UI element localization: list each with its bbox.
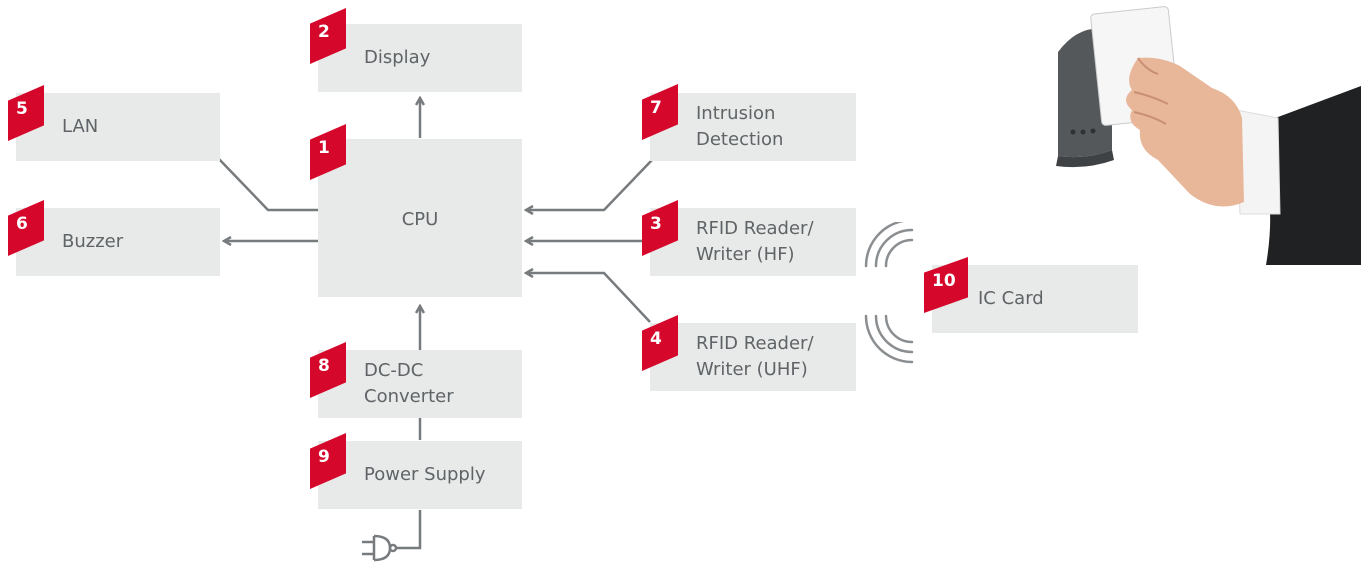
buzzer-box: Buzzer xyxy=(16,208,220,276)
power-supply-box: Power Supply xyxy=(318,441,522,509)
power-plug-icon xyxy=(362,534,398,562)
intrusion-to-cpu-line xyxy=(526,159,653,210)
lan-to-cpu-line xyxy=(217,157,318,212)
rfid-uhf-to-cpu-line xyxy=(526,273,651,323)
rfid-uhf-box: RFID Reader/ Writer (UHF) xyxy=(650,323,856,391)
rfid-hf-box: RFID Reader/ Writer (HF) xyxy=(650,208,856,276)
cpu-box: CPU xyxy=(318,139,522,297)
ic-card-label: IC Card xyxy=(978,288,1044,309)
radio-waves-icon xyxy=(864,222,914,364)
hand-holding-card-image xyxy=(1056,6,1361,265)
rfid-uhf-label: RFID Reader/ Writer (UHF) xyxy=(696,333,814,380)
cpu-label: CPU xyxy=(401,209,439,230)
display-box: Display xyxy=(318,24,522,92)
dcdc-converter-label: DC-DC Converter xyxy=(364,360,454,407)
intrusion-detection-label: Intrusion Detection xyxy=(696,103,784,150)
dcdc-converter-box: DC-DC Converter xyxy=(318,350,522,418)
power-supply-label: Power Supply xyxy=(364,464,486,485)
lan-box: LAN xyxy=(16,93,220,161)
rfid-hf-label: RFID Reader/ Writer (HF) xyxy=(696,218,814,265)
buzzer-label: Buzzer xyxy=(62,231,124,252)
intrusion-detection-box: Intrusion Detection xyxy=(650,93,856,161)
lan-label: LAN xyxy=(62,116,99,137)
plug-to-power-line xyxy=(396,510,422,550)
display-label: Display xyxy=(364,47,431,68)
